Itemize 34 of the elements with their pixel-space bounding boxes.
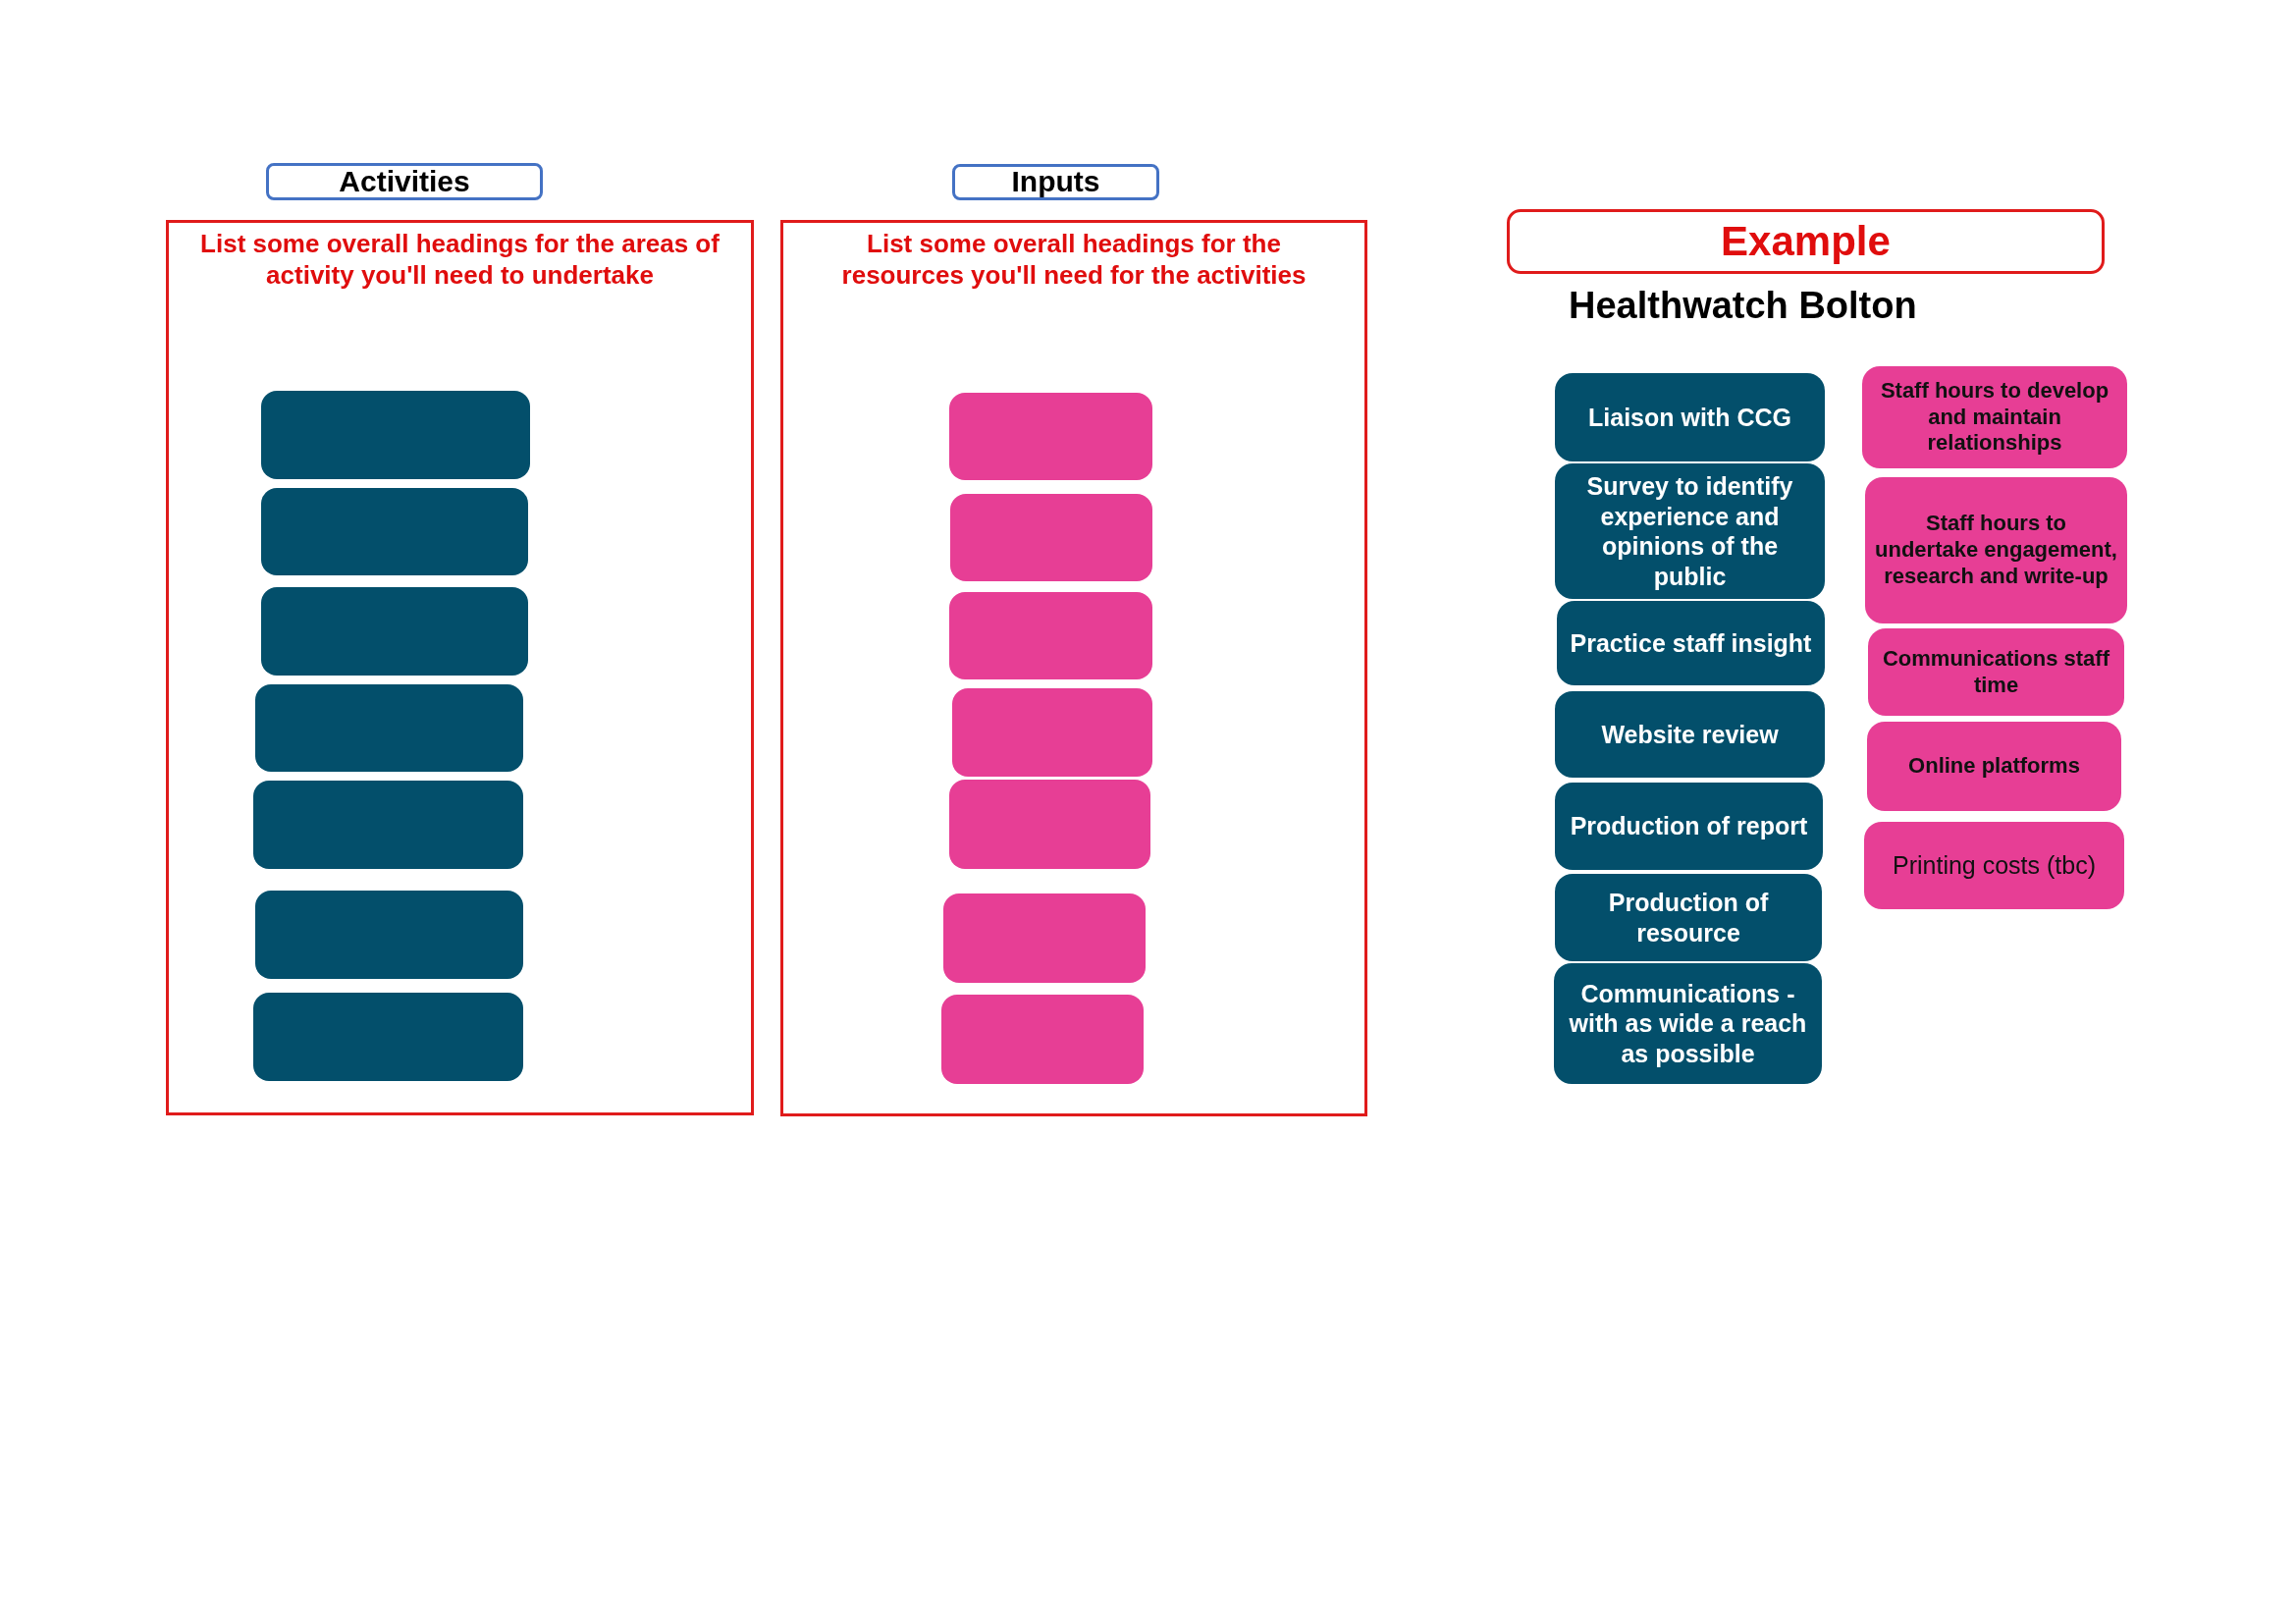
example-subtitle: Healthwatch Bolton xyxy=(1569,285,1917,327)
instruction-panel xyxy=(166,220,754,1115)
example-banner: Example xyxy=(1507,209,2105,274)
blank-input-card xyxy=(943,893,1146,983)
blank-input-card xyxy=(949,592,1152,679)
activity-card: Liaison with CCG xyxy=(1555,373,1825,461)
activity-card: Communications - with as wide a reach as possible xyxy=(1554,963,1822,1084)
blank-activity-card xyxy=(255,891,523,979)
column-header: Inputs xyxy=(952,164,1159,200)
input-card: Communications staff time xyxy=(1868,628,2124,716)
activity-card: Production of resource xyxy=(1555,874,1822,961)
blank-activity-card xyxy=(253,993,523,1081)
blank-activity-card xyxy=(255,684,523,772)
input-card: Staff hours to develop and maintain relationships xyxy=(1862,366,2127,468)
blank-input-card xyxy=(949,393,1152,480)
activity-card: Production of report xyxy=(1555,783,1823,870)
instruction-text: List some overall headings for the resources you'll need for the activities xyxy=(840,229,1308,292)
instruction-text: List some overall headings for the areas of activity you'll need to undertake xyxy=(199,229,721,292)
blank-activity-card xyxy=(253,781,523,869)
blank-input-card xyxy=(941,995,1144,1084)
input-card: Printing costs (tbc) xyxy=(1864,822,2124,909)
blank-activity-card xyxy=(261,391,530,479)
blank-input-card xyxy=(950,494,1152,581)
input-card: Staff hours to undertake engagement, research and write-up xyxy=(1865,477,2127,623)
activity-card: Website review xyxy=(1555,691,1825,778)
blank-activity-card xyxy=(261,488,528,575)
activity-card: Survey to identify experience and opinions of the public xyxy=(1555,463,1825,599)
blank-activity-card xyxy=(261,587,528,676)
column-header: Activities xyxy=(266,163,543,200)
instruction-panel xyxy=(780,220,1367,1116)
blank-input-card xyxy=(952,688,1152,777)
input-card: Online platforms xyxy=(1867,722,2121,811)
activity-card: Practice staff insight xyxy=(1557,601,1825,685)
blank-input-card xyxy=(949,780,1150,869)
